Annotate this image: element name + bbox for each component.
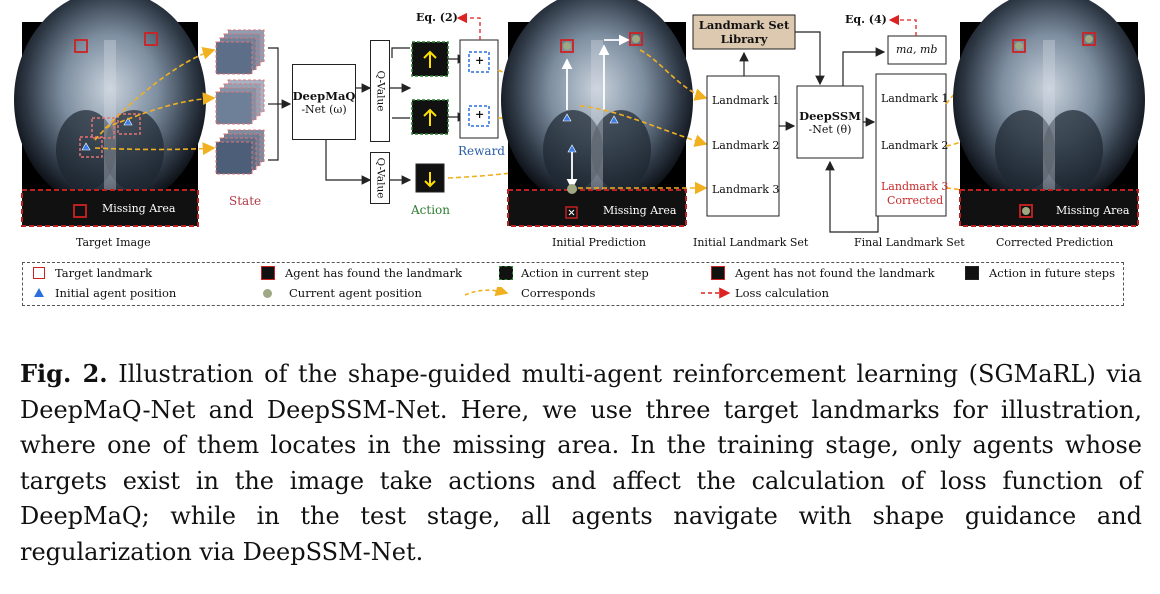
- initial-landmark-1: Landmark 1: [712, 94, 780, 107]
- corrected-prediction-label: Corrected Prediction: [996, 236, 1114, 249]
- action-boxes: [411, 41, 449, 193]
- diagram-canvas: [14, 0, 1145, 233]
- library-line2: Library: [720, 32, 768, 46]
- legend-agent-not-found-icon: [711, 266, 725, 280]
- eq2-label: Eq. (2): [416, 11, 458, 24]
- landmark-library-label: Landmark Set Library: [693, 15, 795, 49]
- state-label: State: [229, 194, 262, 208]
- final-landmark-3-line2: Corrected: [887, 194, 944, 207]
- reward-box: [459, 39, 499, 139]
- missing-area-label-3: Missing Area: [1056, 204, 1130, 217]
- deepssm-net-box: [796, 85, 864, 159]
- legend-corresponds-icon: [464, 287, 509, 297]
- final-landmark-3-line1: Landmark 3: [881, 180, 949, 193]
- target-image-label: Target Image: [76, 236, 151, 249]
- deepmaq-net-box: DeepMaQ -Net (ω): [292, 64, 356, 140]
- q-value-box-1: Q-Value: [370, 40, 390, 142]
- initial-prediction-label: Initial Prediction: [552, 236, 646, 249]
- ma-mb-box: [887, 35, 947, 65]
- target-landmark-2: [144, 32, 158, 46]
- legend-agent-not-found: Agent has not found the landmark: [735, 266, 935, 280]
- final-landmark-1: Landmark 1: [881, 92, 949, 105]
- deepmaq-label-line1: DeepMaQ: [292, 88, 356, 103]
- legend-agent-found: Agent has found the landmark: [285, 266, 463, 280]
- eq4-label: Eq. (4): [845, 13, 887, 26]
- legend-agent-found-icon: [261, 266, 275, 280]
- deepssm-label: DeepSSM -Net (θ): [797, 86, 863, 158]
- action-label: Action: [411, 203, 450, 217]
- legend-corresponds: Corresponds: [521, 286, 596, 300]
- caption-text: Illustration of the shape-guided multi-a…: [20, 360, 1143, 566]
- legend-action-future-icon: [965, 266, 979, 280]
- legend-action-current-icon: [499, 266, 513, 280]
- legend-action-future: Action in future steps: [989, 266, 1116, 280]
- legend-current-agent-position: Current agent position: [289, 286, 422, 300]
- initial-landmark-set-box: [706, 75, 780, 217]
- reward-label: Reward: [458, 144, 505, 158]
- caption-fig-label: Fig. 2.: [20, 359, 108, 388]
- library-line1: Landmark Set: [698, 18, 790, 32]
- deepmaq-label-line2: -Net (ω): [301, 102, 347, 116]
- legend-action-current: Action in current step: [521, 266, 649, 280]
- target-landmark-3: [73, 204, 87, 218]
- final-landmark-set-box: [875, 73, 947, 217]
- reward-plus-2: +: [475, 108, 485, 121]
- initial-landmark-2: Landmark 2: [712, 139, 780, 152]
- corrected-prediction-xray: [953, 0, 1145, 227]
- ma-mb-label: ma, mb: [896, 43, 938, 56]
- q-value-label-1: Q-Value: [374, 70, 386, 112]
- missing-area-label-2: Missing Area: [603, 204, 677, 217]
- target-image-xray: [14, 0, 206, 227]
- correspond-arrows-state: [94, 47, 216, 156]
- legend-initial-agent-icon: [34, 288, 44, 297]
- state-patches: [215, 29, 265, 175]
- figure: Missing Area Missing Area Missing Area T…: [14, 0, 1145, 306]
- legend-current-agent-icon: [263, 289, 272, 298]
- initial-landmark-set-label: Initial Landmark Set: [693, 236, 809, 249]
- initial-landmark-3: Landmark 3: [712, 183, 780, 196]
- legend: Target landmark Agent has found the land…: [22, 262, 1124, 306]
- final-landmark-2: Landmark 2: [881, 139, 949, 152]
- figure-caption: Fig. 2. Illustration of the shape-guided…: [20, 356, 1142, 570]
- initial-prediction-xray: [501, 0, 693, 227]
- deepssm-label-line1: DeepSSM: [799, 108, 861, 123]
- legend-target-landmark: Target landmark: [55, 266, 153, 280]
- legend-initial-agent-position: Initial agent position: [55, 286, 177, 300]
- legend-loss-icon: [701, 287, 731, 299]
- legend-loss-calculation: Loss calculation: [735, 286, 830, 300]
- legend-target-landmark-icon: [33, 267, 45, 279]
- missing-area-label-1: Missing Area: [102, 202, 176, 215]
- q-value-label-2: Q-Value: [374, 157, 386, 199]
- target-landmark-1: [74, 39, 88, 53]
- final-landmark-set-label: Final Landmark Set: [854, 236, 965, 249]
- deepssm-label-line2: -Net (θ): [808, 122, 852, 136]
- reward-plus-1: +: [475, 54, 485, 67]
- q-value-box-2: Q-Value: [370, 152, 390, 204]
